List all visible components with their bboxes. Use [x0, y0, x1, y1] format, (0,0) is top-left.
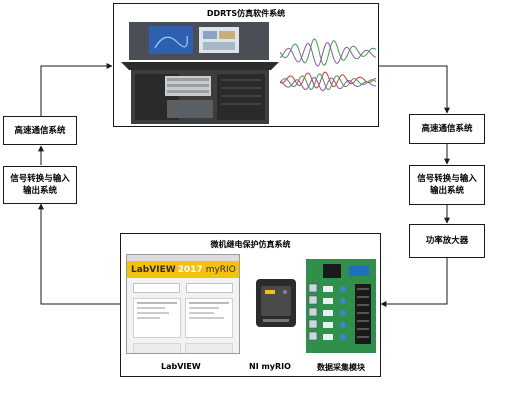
arrow-amp-to-bottom: [380, 258, 448, 307]
labview-create-project-button: [133, 283, 180, 293]
labview-templates-list: [185, 298, 233, 338]
waveform-purple-lower: [280, 76, 376, 92]
ni-myrio-caption: NI myRIO: [249, 362, 291, 371]
ddrts-system-title: DDRTS仿真软件系统: [206, 9, 286, 18]
left-signal-io-box: 信号转换与输入 输出系统: [3, 166, 77, 204]
arrow-top-to-right-comm: [379, 65, 450, 114]
waveform-purple: [280, 41, 376, 67]
ddrts-system-box: DDRTS仿真软件系统: [113, 3, 379, 127]
waveform-green-lower: [280, 73, 376, 91]
labview-logo-product: myRIO: [205, 265, 236, 275]
relay-protection-system-box: 微机继电保护仿真系统 LabVIEW 2017 myRIO: [120, 233, 381, 377]
daq-board-image: [306, 259, 376, 353]
waveform-image: [280, 38, 376, 92]
arrow-left-comm-to-top: [40, 63, 113, 116]
labview-window-image: LabVIEW 2017 myRIO: [126, 254, 240, 354]
monitor-left-icon: [149, 26, 193, 54]
simulation-console-image: [121, 22, 279, 124]
waveform-red: [280, 71, 376, 89]
labview-logo-banner: LabVIEW 2017 myRIO: [127, 262, 239, 278]
relay-protection-system-title: 微机继电保护仿真系统: [210, 240, 291, 249]
labview-logo-text: LabVIEW: [131, 265, 176, 275]
power-amplifier-box: 功率放大器: [409, 224, 485, 258]
daq-module-caption: 数据采集模块: [317, 363, 365, 372]
labview-caption: LabVIEW: [161, 362, 201, 371]
labview-recent-list: [133, 298, 181, 338]
arrow-bottom-to-left-io: [38, 203, 120, 305]
waveform-green: [280, 38, 376, 66]
left-high-speed-comm-box: 高速通信系统: [3, 116, 77, 145]
labview-open-existing-button: [186, 283, 233, 293]
labview-logo-year: 2017: [177, 265, 203, 275]
right-high-speed-comm-box: 高速通信系统: [409, 114, 485, 144]
right-signal-io-box: 信号转换与输入 输出系统: [409, 165, 485, 205]
chip-icon: [323, 264, 341, 278]
ni-myrio-device-image: [256, 279, 296, 327]
